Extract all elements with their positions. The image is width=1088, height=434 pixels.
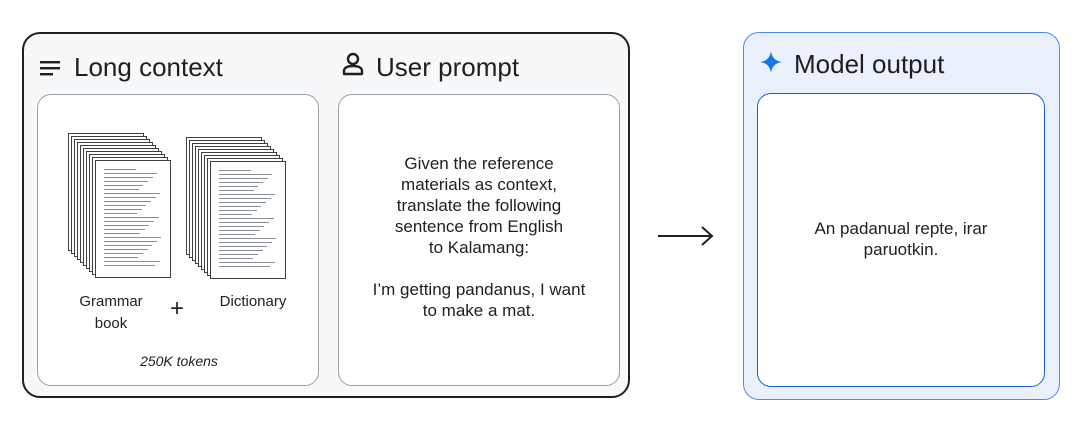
prompt-line: to Kalamang: xyxy=(428,238,530,257)
document-page xyxy=(95,160,171,278)
user-prompt-card: Given the reference materials as context… xyxy=(338,94,620,386)
sparkle-icon xyxy=(760,49,782,80)
model-output-title: Model output xyxy=(794,49,945,79)
prompt-line: sentence from English xyxy=(394,217,564,236)
user-prompt-header: User prompt xyxy=(342,52,519,83)
prompt-sentence-line: I’m getting pandanus, I want xyxy=(372,280,586,299)
document-page xyxy=(210,161,286,279)
prompt-line: materials as context, xyxy=(401,175,557,194)
model-output-card: An padanual repte, irar paruotkin. xyxy=(757,93,1045,387)
long-context-card: Grammar book + Dictionary 250K tokens xyxy=(37,94,319,386)
token-count: 250K tokens xyxy=(140,353,218,369)
plus-sign: + xyxy=(170,295,185,322)
prompt-line: translate the following xyxy=(396,196,562,215)
lines-menu-icon xyxy=(40,52,62,83)
model-output-header: Model output xyxy=(760,49,944,80)
right-arrow-icon xyxy=(658,226,714,246)
grammar-book-label: Grammar book xyxy=(79,293,143,332)
long-context-header: Long context xyxy=(40,52,223,83)
dictionary-label: Dictionary xyxy=(219,293,287,310)
user-prompt-title: User prompt xyxy=(376,52,520,82)
model-output-text: An padanual repte, irar paruotkin. xyxy=(814,219,988,259)
long-context-title: Long context xyxy=(74,52,223,82)
prompt-text: Given the reference materials as context… xyxy=(359,153,599,321)
person-icon xyxy=(342,52,364,83)
input-panel: Long context User prompt Grammar book + … xyxy=(22,32,630,398)
model-output-panel: Model output An padanual repte, irar par… xyxy=(743,32,1060,400)
prompt-line: Given the reference xyxy=(404,154,554,173)
prompt-sentence-line: to make a mat. xyxy=(422,301,536,320)
